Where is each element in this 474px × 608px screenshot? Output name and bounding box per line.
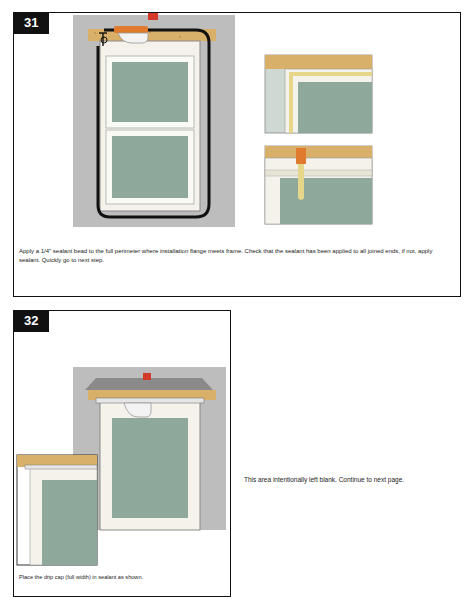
drip-cap xyxy=(96,398,204,403)
note-text: This area intentionally left blank. Cont… xyxy=(244,476,470,484)
step-panel: 32Place the drip cap (full width) in sea… xyxy=(13,310,231,597)
inset-corner xyxy=(17,455,97,565)
inset-joint xyxy=(265,146,372,224)
tab-marker xyxy=(148,12,158,20)
step-panel: 31Apply a 1/4" sealant bead to the full … xyxy=(13,12,461,297)
caulk-gun-hand xyxy=(114,26,148,43)
instruction-text: Apply a 1/4" sealant bead to the full pe… xyxy=(19,247,455,264)
hand xyxy=(124,403,151,417)
step-number: 32 xyxy=(13,310,49,332)
window-frame xyxy=(100,400,200,530)
sealant-bead xyxy=(98,30,209,217)
house-wrap-wall xyxy=(73,15,235,227)
instruction-text: Place the drip cap (full width) in seala… xyxy=(19,573,224,581)
step-number: 31 xyxy=(13,12,49,34)
inset-corner xyxy=(265,55,372,133)
window-frame xyxy=(100,41,200,211)
